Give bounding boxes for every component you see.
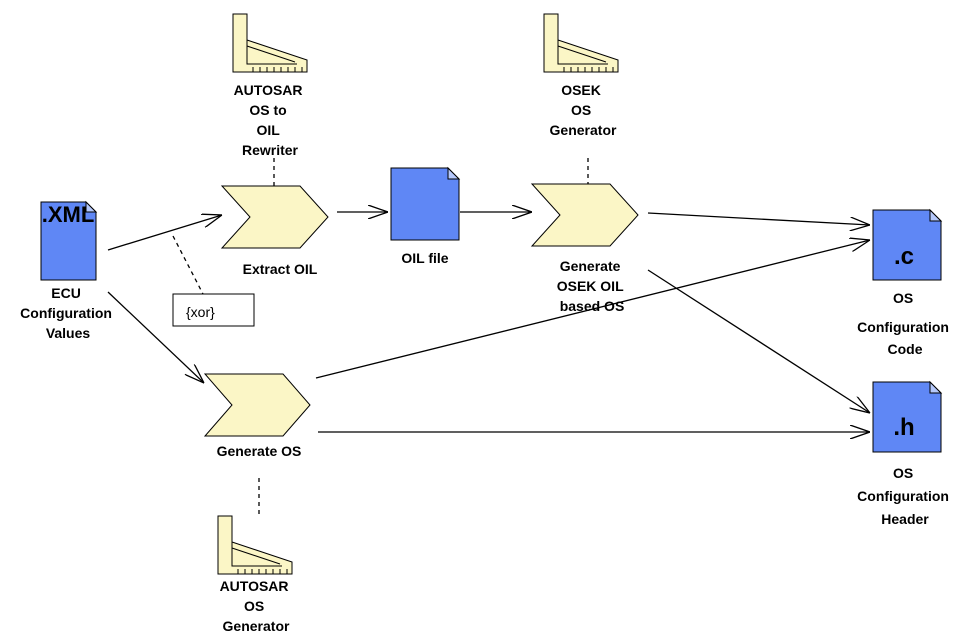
oil-document-icon	[390, 167, 460, 241]
link-xor	[172, 235, 204, 295]
ecu-values-label: ECU Configuration Values	[20, 285, 116, 341]
flow-generate-osek-to-code	[647, 212, 870, 225]
flow-arrows	[107, 212, 870, 432]
rewriter-label-line: OS to	[249, 102, 286, 118]
generate-osek-label-line: based OS	[560, 298, 625, 314]
extract-oil-label-line: Extract OIL	[243, 261, 318, 277]
ruler-icon	[217, 515, 293, 575]
os-code-label-line: Code	[888, 341, 923, 357]
xml-glyph: .XML	[42, 202, 95, 227]
artifact-ecu-configuration-values[interactable]: .XML ECU Configuration Values	[20, 200, 116, 341]
os-header-label: OS Configuration Header	[857, 465, 953, 527]
os-code-label: OS Configuration Code	[857, 290, 953, 357]
autosar-generator-label-line: OS	[244, 598, 264, 614]
ecu-values-label-line: ECU	[51, 285, 81, 301]
flow-xml-to-generate-os	[107, 291, 204, 383]
flow-generate-osek-to-header	[647, 269, 870, 413]
h-glyph: .h	[893, 414, 914, 441]
generate-os-label-line: Generate OS	[217, 443, 302, 459]
activity-extract-oil[interactable]: Extract OIL	[220, 185, 329, 277]
osek-generator-label: OSEK OS Generator	[550, 82, 617, 138]
osek-generator-label-line: OS	[571, 102, 591, 118]
xor-constraint: {xor}	[172, 293, 255, 327]
chevron-icon	[220, 185, 329, 249]
oil-file-label: OIL file	[401, 250, 448, 266]
os-header-label-line: OS	[893, 465, 913, 481]
artifact-os-configuration-code[interactable]: .c OS Configuration Code	[857, 208, 953, 357]
xor-label: {xor}	[186, 304, 215, 320]
chevron-icon	[530, 183, 639, 247]
generate-osek-label-line: OSEK OIL	[557, 278, 624, 294]
flow-xml-to-extract-oil	[107, 215, 222, 251]
generate-osek-label-line: Generate	[560, 258, 621, 274]
artifact-oil-file[interactable]: OIL file	[390, 166, 461, 266]
activity-generate-os[interactable]: Generate OS	[203, 373, 311, 459]
rewriter-label-line: OIL	[257, 122, 281, 138]
tool-autosar-os-to-oil-rewriter[interactable]: AUTOSAR OS to OIL Rewriter	[232, 13, 308, 158]
rewriter-label-line: Rewriter	[242, 142, 299, 158]
xor-note-box	[172, 293, 255, 327]
ecu-values-label-line: Values	[46, 325, 91, 341]
tool-autosar-os-generator[interactable]: AUTOSAR OS Generator	[217, 515, 293, 634]
os-header-label-line: Header	[881, 511, 929, 527]
c-glyph: .c	[894, 243, 914, 270]
rewriter-label-line: AUTOSAR	[234, 82, 303, 98]
os-code-label-line: OS	[893, 290, 913, 306]
generate-osek-label: Generate OSEK OIL based OS	[557, 258, 628, 314]
h-document-icon	[872, 381, 942, 453]
extract-oil-label: Extract OIL	[243, 261, 318, 277]
document-fold	[929, 380, 943, 394]
ecu-values-label-line: Configuration	[20, 305, 112, 321]
osek-generator-label-line: OSEK	[561, 82, 601, 98]
artifact-os-configuration-header[interactable]: .h OS Configuration Header	[857, 380, 953, 527]
os-code-label-line: Configuration	[857, 319, 949, 335]
document-fold	[85, 200, 98, 213]
activity-generate-osek-oil-based-os[interactable]: Generate OSEK OIL based OS	[530, 183, 639, 314]
osek-generator-label-line: Generator	[550, 122, 617, 138]
autosar-generator-label-line: AUTOSAR	[220, 578, 289, 594]
rewriter-label: AUTOSAR OS to OIL Rewriter	[234, 82, 307, 158]
os-header-label-line: Configuration	[857, 488, 949, 504]
ruler-icon	[232, 13, 308, 73]
tool-links	[172, 158, 589, 518]
autosar-generator-label-line: Generator	[223, 618, 290, 634]
oil-file-label-line: OIL file	[401, 250, 448, 266]
ruler-icon	[543, 13, 619, 73]
xml-document-icon	[40, 201, 97, 281]
autosar-generator-label: AUTOSAR OS Generator	[220, 578, 293, 634]
chevron-icon	[203, 373, 311, 437]
document-fold	[447, 166, 461, 180]
document-fold	[929, 208, 943, 222]
c-document-icon	[872, 209, 942, 281]
tool-osek-os-generator[interactable]: OSEK OS Generator	[543, 13, 619, 138]
flow-generate-os-to-code	[315, 240, 870, 379]
generate-os-label: Generate OS	[217, 443, 302, 459]
